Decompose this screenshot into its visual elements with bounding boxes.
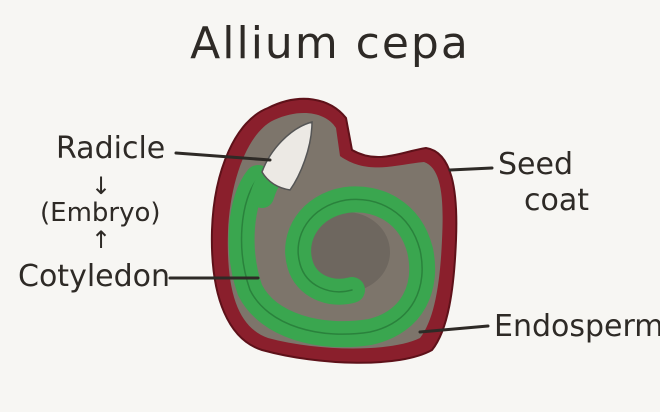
radicle-tip (261, 121, 313, 191)
arrow-down-icon: ↓ (91, 172, 112, 200)
label-cotyledon: Cotyledon (18, 259, 171, 294)
arrow-up-icon: ↑ (91, 226, 112, 254)
leader-line-endosperm (418, 324, 490, 334)
label-seed-coat-line1: Seed (498, 147, 573, 182)
endosperm-center (302, 212, 390, 292)
label-endosperm: Endosperm (494, 309, 660, 344)
leader-line-seed-coat (448, 166, 494, 172)
leader-lines (168, 151, 494, 334)
leader-line-radicle (174, 151, 272, 162)
label-embryo: (Embryo) (40, 198, 161, 228)
label-radicle: Radicle (56, 131, 166, 166)
label-seed-coat-line2: coat (524, 183, 589, 218)
diagram-title: Allium cepa (190, 18, 470, 69)
embryo-coil-outline (240, 177, 423, 335)
